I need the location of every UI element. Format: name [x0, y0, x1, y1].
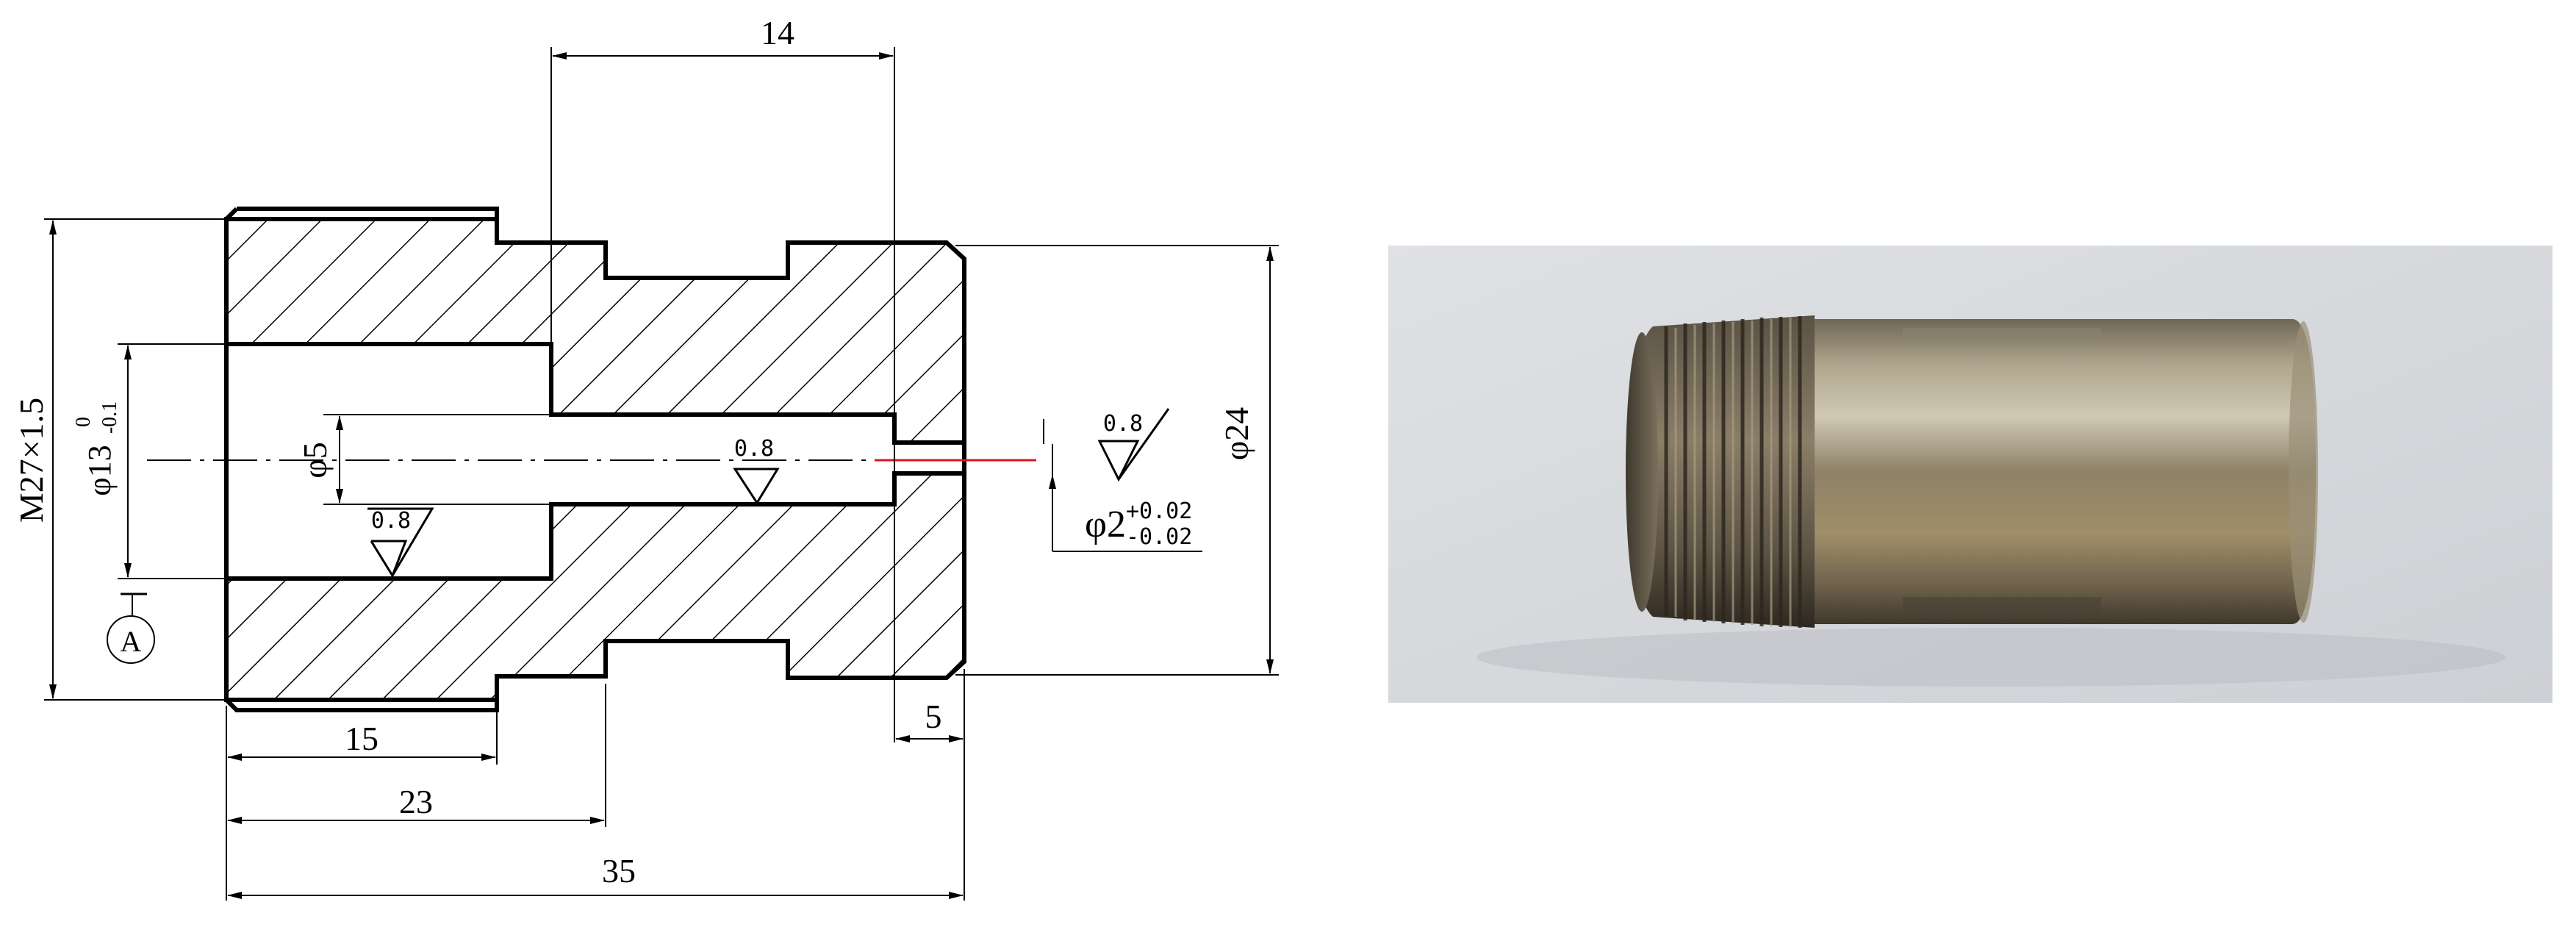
- phi2-tol-upper: +0.02: [1126, 498, 1192, 524]
- dim-14-label: 14: [761, 14, 794, 51]
- dim-35-label: 35: [602, 852, 636, 890]
- phi13-label: φ13: [82, 445, 118, 495]
- svg-text:0.8: 0.8: [371, 508, 411, 534]
- datum-label: A: [121, 625, 142, 658]
- technical-drawing: 14 15 23 35 5 M27×1.5 φ13 0 -0.1 φ5 φ24 …: [12, 14, 1279, 901]
- phi13-label-group: φ13 0 -0.1: [72, 401, 121, 496]
- thread-outline: [237, 207, 499, 219]
- dim-5-label: 5: [925, 698, 942, 735]
- phi24-label: φ24: [1218, 407, 1255, 461]
- thread-ridges: [1664, 316, 1802, 628]
- chamfer-line: [224, 207, 239, 221]
- thread-label: M27×1.5: [12, 398, 50, 523]
- thread-highlights: [1674, 318, 1792, 627]
- svg-text:0.8: 0.8: [1103, 411, 1143, 437]
- phi5-label: φ5: [296, 442, 334, 479]
- dim-15-label: 15: [345, 720, 378, 757]
- shadow: [1477, 628, 2505, 687]
- datum-symbol: A: [107, 593, 155, 664]
- groove-top: [1903, 328, 2101, 343]
- thread-face: [1626, 332, 1658, 612]
- svg-text:0.8: 0.8: [734, 436, 774, 462]
- roughness-symbol-small-hole: 0.8: [1097, 408, 1170, 482]
- thread-outline-bottom: [224, 698, 499, 712]
- phi2-tol-lower: -0.02: [1126, 524, 1192, 550]
- groove-bottom: [1903, 597, 2101, 615]
- end-face: [2289, 321, 2318, 623]
- phi2-label: φ2: [1085, 504, 1126, 545]
- part-photo: [1388, 246, 2552, 703]
- cylinder-body: [1800, 319, 2316, 624]
- roughness-symbol-mid-bore: 0.8: [733, 436, 780, 505]
- dim-23-label: 23: [399, 783, 433, 820]
- datum-circle: [107, 615, 155, 664]
- roughness-symbol-bore: 0.8: [367, 507, 434, 579]
- phi13-tol-upper: 0: [72, 417, 95, 427]
- phi13-tol-lower: -0.1: [98, 401, 121, 434]
- part-section: [224, 217, 966, 702]
